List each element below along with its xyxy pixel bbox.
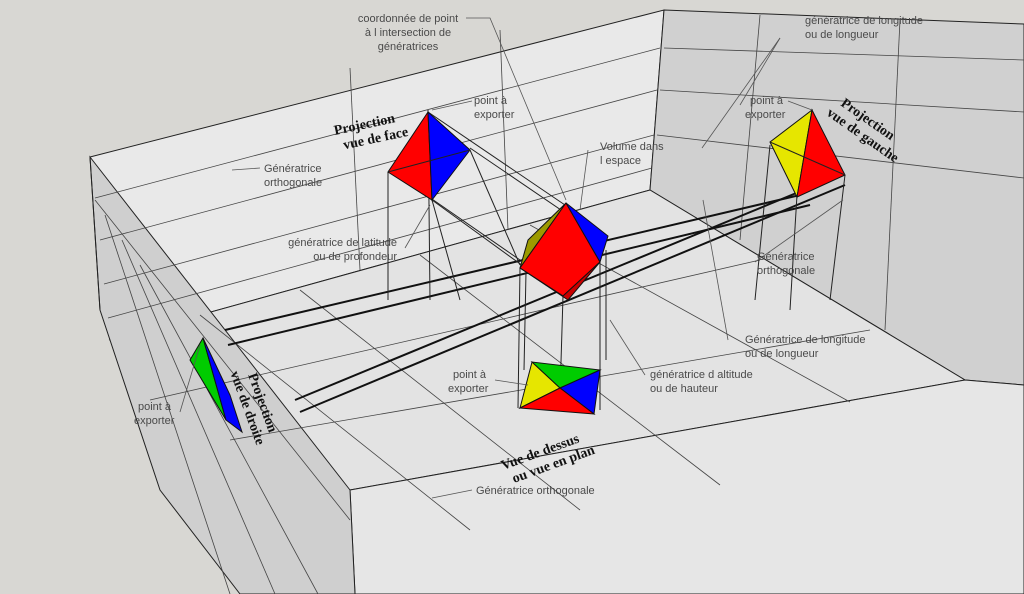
- annotation-point-top-line2: exporter: [448, 383, 489, 395]
- annotation-point-right: point à exporter: [134, 401, 175, 427]
- annotation-volume-line1: Volume dans: [600, 141, 664, 153]
- right-projection-shape: [189, 336, 243, 434]
- annotation-gen-latitude-line2: ou de profondeur: [313, 251, 397, 263]
- annotation-gen-ortho-back-line1: Génératrice: [264, 163, 321, 175]
- annotation-gen-latitude-line1: génératrice de latitude: [288, 237, 397, 249]
- annotation-point-right-line1: point à: [138, 401, 172, 413]
- annotation-gen-ortho-left: Génératrice orthogonale: [757, 251, 815, 277]
- annotation-point-top: point à exporter: [448, 369, 489, 395]
- volume-3d-shape: [519, 202, 609, 301]
- left-wall-grid: [94, 199, 351, 594]
- annotation-coord-line3: génératrices: [378, 41, 439, 53]
- annotation-point-front-line1: point à: [474, 95, 508, 107]
- annotation-coord-line2: à l intersection de: [365, 27, 451, 39]
- top-view-shape: [518, 361, 602, 415]
- annotation-point-top-line1: point à: [453, 369, 487, 381]
- annotation-gen-ortho-left-line1: Génératrice: [757, 251, 814, 263]
- annotation-coord-line1: coordonnée de point: [358, 13, 458, 25]
- annotation-point-front: point à exporter: [474, 95, 515, 121]
- left-wall-edge: [89, 156, 101, 311]
- annotation-gen-latitude: génératrice de latitude ou de profondeur: [288, 237, 397, 263]
- annotation-point-left-line2: exporter: [745, 109, 786, 121]
- annotation-gen-long-mid: Génératrice de longitude ou de longueur: [745, 334, 865, 360]
- right-wall-grid: [656, 14, 1024, 331]
- left-projection-shape: [769, 108, 846, 199]
- back-wall-grid: [94, 29, 661, 319]
- annotation-gen-altitude-line1: génératrice d altitude: [650, 369, 753, 381]
- annotation-gen-long-mid-line1: Génératrice de longitude: [745, 334, 865, 346]
- front-projection-shape: [387, 110, 471, 202]
- annotation-gen-altitude-line2: ou de hauteur: [650, 383, 718, 395]
- annotation-gen-ortho-left-line2: orthogonale: [757, 265, 815, 277]
- annotation-point-left: point à exporter: [745, 95, 786, 121]
- annotation-volume: Volume dans l espace: [600, 141, 664, 167]
- annotation-gen-long-mid-line2: ou de longueur: [745, 348, 819, 360]
- annotation-gen-long-top-line1: génératrice de longitude: [805, 15, 923, 27]
- annotation-coord: coordonnée de point à l intersection de …: [358, 13, 458, 53]
- annotation-point-right-line2: exporter: [134, 415, 175, 427]
- annotation-point-left-line1: point à: [750, 95, 784, 107]
- annotation-gen-ortho-back: Génératrice orthogonale: [264, 163, 322, 189]
- annotation-gen-altitude: génératrice d altitude ou de hauteur: [650, 369, 753, 395]
- annotation-gen-ortho-back-line2: orthogonale: [264, 177, 322, 189]
- annotation-volume-line2: l espace: [600, 155, 641, 167]
- annotation-gen-long-top-line2: ou de longueur: [805, 29, 879, 41]
- annotation-gen-long-top: génératrice de longitude ou de longueur: [805, 15, 923, 41]
- leader-lines: [179, 17, 844, 499]
- annotation-gen-ortho-floor: Génératrice orthogonale: [476, 485, 595, 497]
- annotation-gen-ortho-floor-line1: Génératrice orthogonale: [476, 485, 595, 497]
- annotation-point-front-line2: exporter: [474, 109, 515, 121]
